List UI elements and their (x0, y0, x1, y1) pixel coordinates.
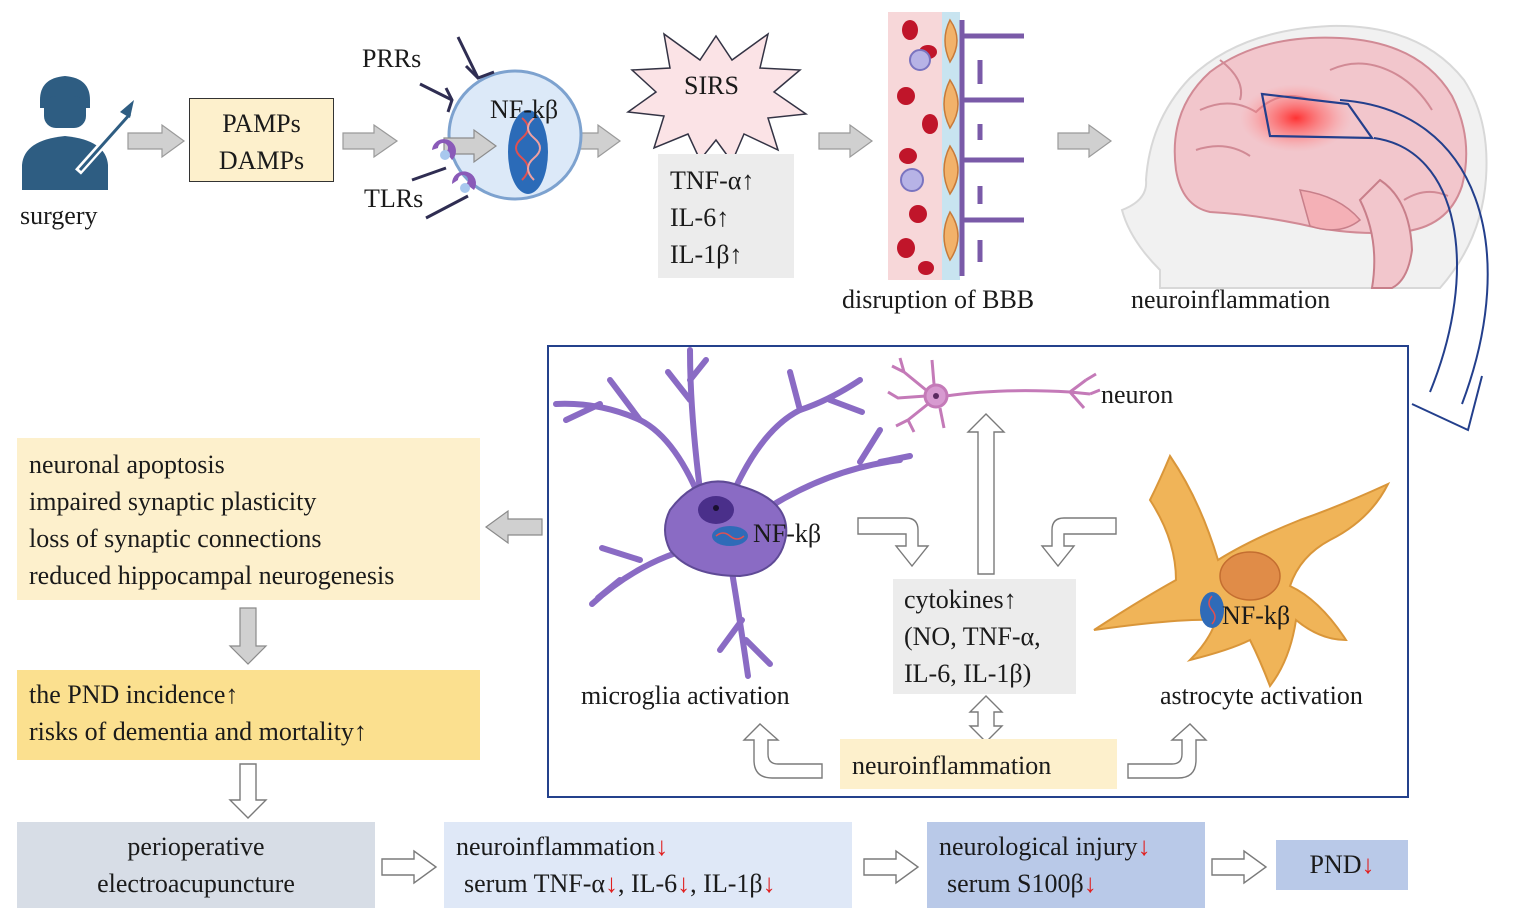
neurological-injury-box: neurological injury↓ serum S100β↓ (927, 822, 1205, 908)
arrows-lower-white (228, 763, 1268, 885)
effect-item: neuronal apoptosis (29, 450, 225, 479)
tlrs-label: TLRs (364, 184, 424, 213)
neuro-reduced-line-1: neuroinflammation↓ (456, 828, 852, 865)
microglia-nfkb-label: NF-kβ (753, 519, 822, 548)
injury-line-2: serum S100β↓ (939, 865, 1205, 902)
curved-flow-arrow (1339, 99, 1489, 432)
cell-nfkb-label: NF-kβ (490, 95, 559, 124)
effect-item: reduced hippocampal neurogenesis (29, 561, 395, 590)
eacup-line-1: perioperative (127, 832, 265, 861)
damps-label: DAMPs (218, 146, 305, 175)
outcome-item: risks of dementia and mortality↑ (29, 717, 367, 746)
surgeon-icon (22, 76, 134, 190)
cytokines-box: cytokines↑ (NO, TNF-α, IL-6, IL-1β) (893, 579, 1076, 694)
down-arrow: ↓ (762, 869, 776, 898)
tnf-alpha-up: TNF-α↑ (670, 166, 755, 195)
injury-line-1: neurological injury↓ (939, 828, 1205, 865)
outcomes-box: the PND incidence↑ risks of dementia and… (17, 670, 480, 760)
il1b-up: IL-1β↑ (670, 240, 743, 269)
microglia-activation-label: microglia activation (581, 681, 790, 710)
down-arrow: ↓ (1137, 832, 1151, 861)
brain-head-icon (1120, 24, 1488, 289)
neuroinflammation-box: neuroinflammation (840, 739, 1117, 789)
outcome-item: the PND incidence↑ (29, 680, 239, 709)
sirs-label: SIRS (684, 71, 739, 100)
serum-tnf-text: serum TNF-α (464, 869, 605, 898)
surgery-label: surgery (20, 201, 98, 230)
electroacupuncture-box: perioperative electroacupuncture (17, 822, 375, 908)
neuron-nucleus (933, 393, 939, 399)
down-arrow: ↓ (677, 869, 691, 898)
effect-item: loss of synaptic connections (29, 524, 322, 553)
effect-item: impaired synaptic plasticity (29, 487, 317, 516)
mechanism-frame (547, 345, 1409, 798)
serum-il6-text: , IL-6 (617, 869, 678, 898)
astrocyte-nfkb-label: NF-kβ (1222, 601, 1291, 630)
microglia-icon (553, 347, 913, 679)
cytokines-line-1: cytokines↑ (904, 585, 1017, 614)
il6-up: IL-6↑ (670, 203, 730, 232)
arrows-left-column (228, 509, 543, 665)
arrows-mechanism (742, 413, 1208, 779)
brain-neuroinflammation-label: neuroinflammation (1131, 285, 1331, 314)
blood-brain-barrier-icon (888, 12, 1024, 280)
neuro-reduced-line-2: serum TNF-α↓, IL-6↓, IL-1β↓ (456, 865, 852, 902)
prrs-label: PRRs (362, 44, 422, 73)
neuro-reduced-text: neuroinflammation (456, 832, 656, 861)
pnd-text: PND (1309, 850, 1362, 879)
down-arrow: ↓ (1083, 869, 1097, 898)
down-arrow: ↓ (1361, 850, 1375, 879)
s100b-text: serum S100β (947, 869, 1084, 898)
neuronal-effects-box: neuronal apoptosis impaired synaptic pla… (17, 438, 480, 600)
neuron-label: neuron (1101, 380, 1174, 409)
bbb-label: disruption of BBB (842, 285, 1035, 314)
pamps-label: PAMPs (222, 109, 301, 138)
down-arrow: ↓ (655, 832, 669, 861)
immune-cell-icon (411, 36, 583, 220)
cytokines-line-3: IL-6, IL-1β) (904, 659, 1032, 688)
injury-text: neurological injury (939, 832, 1138, 861)
pnd-box: PND↓ (1276, 840, 1408, 890)
serum-il1b-text: , IL-1β (690, 869, 763, 898)
eacup-line-2: electroacupuncture (97, 869, 295, 898)
cytokines-line-2: (NO, TNF-α, (904, 622, 1041, 651)
neuroinflammation-reduced-box: neuroinflammation↓ serum TNF-α↓, IL-6↓, … (444, 822, 852, 908)
astrocyte-activation-label: astrocyte activation (1160, 681, 1363, 710)
sirs-star-shape (625, 32, 809, 164)
down-arrow: ↓ (604, 869, 618, 898)
systemic-cytokines-box: TNF-α↑ IL-6↑ IL-1β↑ (658, 154, 794, 278)
neuroinflammation-center-label: neuroinflammation (852, 751, 1052, 780)
pamps-damps-box: PAMPs DAMPs (189, 98, 334, 182)
astrocyte-icon (1093, 453, 1391, 689)
neuron-icon (887, 357, 1101, 433)
